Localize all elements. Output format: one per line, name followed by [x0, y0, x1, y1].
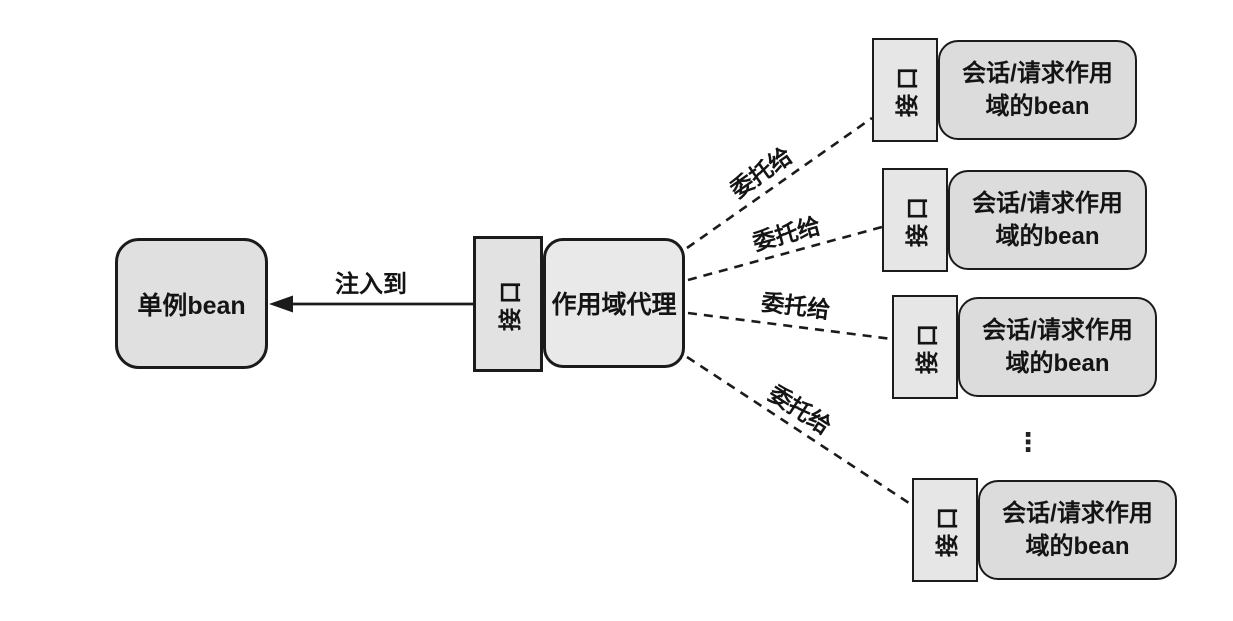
scoped-bean-4-label-line1: 会话/请求作用 — [1002, 500, 1153, 527]
scoped-bean-4-interface-label: 接口 — [934, 503, 960, 557]
scoped-bean-3-label-line2: 域的bean — [1005, 350, 1110, 377]
scoped-bean-2-interface-tab: 接口 — [882, 168, 948, 272]
scoped-bean-3-label-line1: 会话/请求作用 — [982, 317, 1133, 344]
scoped-bean-1-label-line2: 域的bean — [985, 93, 1090, 120]
scoped-proxy-box: 作用域代理 — [543, 238, 685, 368]
scoped-bean-4-interface-tab: 接口 — [912, 478, 978, 582]
scoped-bean-4: 接口 会话/请求作用 域的bean — [912, 478, 1177, 582]
scoped-bean-4-body: 会话/请求作用 域的bean — [978, 480, 1177, 580]
more-beans-ellipsis: ⋮ — [1015, 426, 1041, 457]
scoped-bean-1-interface-label: 接口 — [894, 63, 920, 117]
scoped-bean-4-label-line2: 域的bean — [1025, 533, 1130, 560]
delegate-label-4-text: 委托给 — [763, 379, 836, 440]
delegate-label-1: 委托给 — [702, 124, 818, 217]
scoped-bean-3: 接口 会话/请求作用 域的bean — [892, 295, 1157, 399]
delegate-label-2-text: 委托给 — [749, 212, 824, 256]
delegate-label-1-text: 委托给 — [725, 142, 797, 204]
delegate-label-4: 委托给 — [743, 363, 860, 454]
inject-label-text: 注入到 — [335, 270, 407, 298]
scoped-bean-1-interface-tab: 接口 — [872, 38, 938, 142]
scoped-bean-1: 接口 会话/请求作用 域的bean — [872, 38, 1137, 142]
singleton-bean-label: 单例bean — [137, 291, 246, 320]
scoped-bean-1-body: 会话/请求作用 域的bean — [938, 40, 1137, 140]
proxy-interface-label: 接口 — [497, 277, 523, 331]
scoped-bean-2-body: 会话/请求作用 域的bean — [948, 170, 1147, 270]
scoped-bean-3-interface-tab: 接口 — [892, 295, 958, 399]
scoped-bean-3-body: 会话/请求作用 域的bean — [958, 297, 1157, 397]
scoped-bean-2: 接口 会话/请求作用 域的bean — [882, 168, 1147, 272]
scoped-bean-3-interface-label: 接口 — [914, 320, 940, 374]
scoped-proxy-label: 作用域代理 — [551, 291, 677, 319]
scoped-bean-2-label-line1: 会话/请求作用 — [972, 190, 1123, 217]
singleton-bean-box: 单例bean — [115, 238, 268, 369]
delegate-label-3-text: 委托给 — [759, 288, 832, 324]
scoped-bean-1-label-line1: 会话/请求作用 — [962, 60, 1113, 87]
proxy-interface-tab: 接口 — [473, 236, 543, 372]
inject-arrowhead-icon — [269, 295, 293, 313]
scoped-bean-2-label-line2: 域的bean — [995, 223, 1100, 250]
delegate-label-2: 委托给 — [724, 202, 848, 262]
scoped-bean-2-interface-label: 接口 — [904, 193, 930, 247]
inject-arrow-label: 注入到 — [306, 265, 436, 298]
delegate-line-4 — [686, 355, 913, 507]
delegate-label-3: 委托给 — [735, 282, 858, 326]
